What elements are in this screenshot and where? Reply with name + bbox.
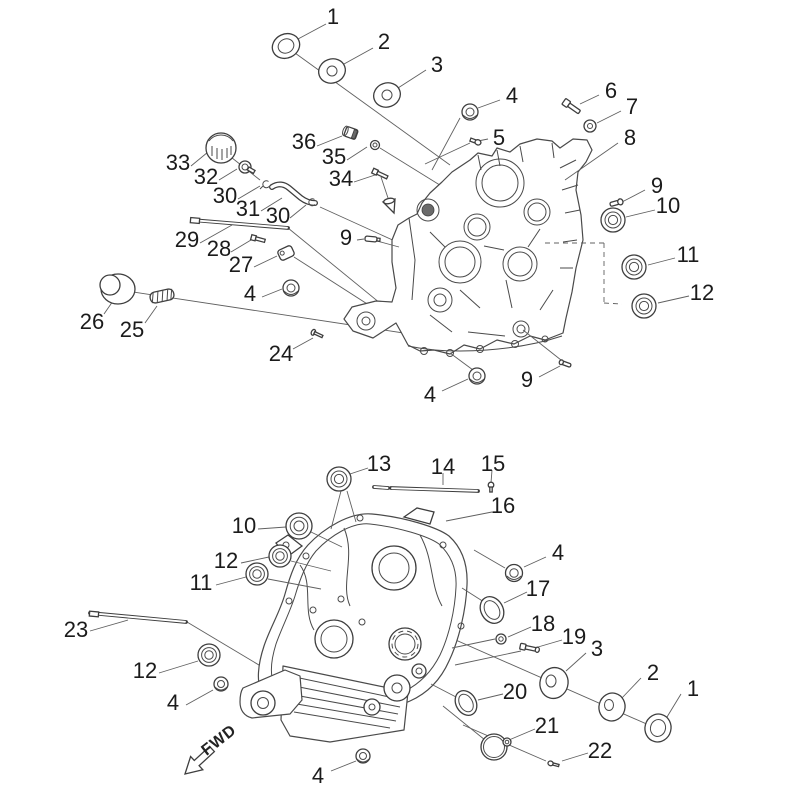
part-funnel-34: [381, 197, 396, 215]
part-ring-1-lower: [644, 713, 672, 743]
part-plug-36: [342, 125, 359, 140]
leader-lines-lower: [89, 467, 682, 772]
upper-crankcase-half: [343, 138, 593, 357]
part-grommet-4-bottom: [468, 367, 486, 385]
part-strainer-cap-33: [205, 132, 237, 164]
part-washer-18: [495, 633, 507, 645]
part-bearing-12-lower-b: [197, 643, 221, 667]
part-rod-23: [88, 610, 188, 624]
part-bearing-12-lower-a: [268, 544, 292, 568]
part-sleeve-27: [277, 245, 295, 261]
part-pin-5: [469, 137, 482, 146]
part-washer-3-lower: [539, 666, 569, 700]
part-clip-30-a: [259, 180, 270, 190]
part-bolt-28: [249, 233, 267, 244]
part-washer-7: [583, 119, 597, 133]
part-bearing-12-upper: [631, 293, 657, 319]
part-bolt-19: [519, 642, 540, 653]
leader-lines-upper: [103, 23, 690, 392]
part-pipe-31: [269, 181, 318, 206]
part-pin-9-bottom: [558, 359, 572, 368]
part-washer-3: [373, 82, 401, 108]
part-seal-17: [479, 596, 505, 624]
upper-view: [99, 23, 690, 392]
fwd-arrow: FWD: [184, 722, 240, 775]
part-washer-2-lower: [598, 692, 626, 722]
part-cup-26: [99, 273, 136, 305]
part-bolt-6: [561, 98, 581, 115]
part-grommet-4-lower-bottom: [355, 748, 371, 764]
part-grommet-4-upper: [461, 103, 479, 121]
part-rod-14: [372, 485, 480, 493]
part-bearing-11-lower: [245, 562, 269, 586]
lower-view: [88, 466, 682, 772]
part-rod-29: [189, 216, 290, 230]
part-pin-9-right: [609, 198, 624, 207]
part-clip-30-b: [308, 198, 316, 207]
fwd-label: FWD: [198, 722, 240, 760]
part-oring-35: [369, 139, 381, 151]
part-fitting-32: [238, 160, 256, 175]
part-grommet-4-left: [282, 279, 300, 297]
part-seal-ring-1: [271, 32, 301, 60]
lower-crankcase-half: [239, 507, 468, 743]
part-grommet-4-lower-right: [504, 563, 524, 583]
part-gasket-21: [480, 733, 512, 761]
part-seal-20: [454, 690, 478, 716]
part-washer-2: [318, 58, 346, 84]
part-bolt-9-left: [364, 235, 381, 243]
part-grommet-4-lower-left: [213, 676, 229, 692]
part-bearing-13: [326, 466, 352, 492]
part-screw-22: [547, 760, 560, 768]
part-screw-34: [370, 167, 389, 180]
part-screw-15: [487, 481, 495, 493]
part-bearing-10-upper: [600, 207, 626, 233]
part-bearing-11-upper: [621, 254, 647, 280]
part-screw-24: [310, 328, 324, 339]
part-spring-25: [149, 288, 175, 304]
part-bearing-10-lower: [285, 512, 313, 540]
